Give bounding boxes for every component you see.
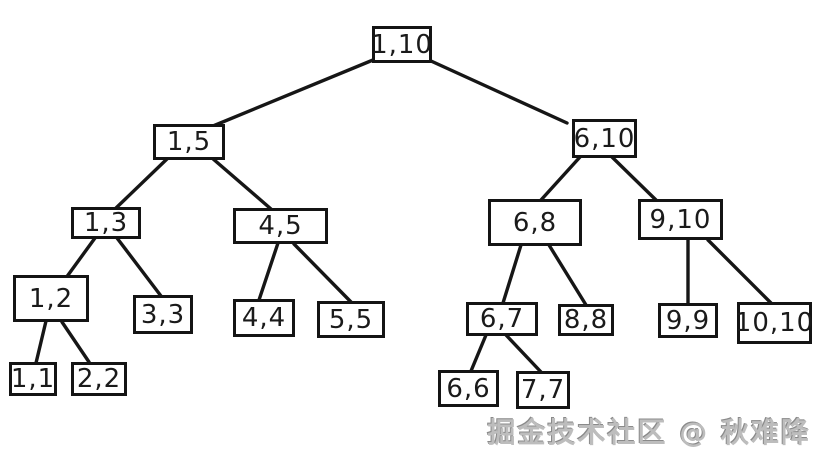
edge-1_5-4_5: [210, 156, 273, 211]
edge-6_7-7_7: [504, 333, 543, 374]
watermark-text: 掘金技术社区 @ 秋难降: [487, 416, 811, 449]
edge-1_3-1_2: [61, 236, 97, 284]
edge-1_5-1_3: [114, 156, 170, 210]
edge-4_5-5_5: [292, 242, 353, 304]
tree-node-1-3: 1,3: [71, 207, 141, 239]
tree-node-1-10: 1,10: [371, 26, 432, 63]
tree-node-6-10: 6,10: [572, 119, 637, 158]
edge-6_8-6_7: [501, 243, 523, 305]
tree-node-3-3: 3,3: [133, 295, 193, 334]
edge-1_10-6_10: [429, 59, 569, 125]
edge-9_10-10_10: [706, 238, 773, 305]
tree-node-2-2: 2,2: [71, 362, 127, 396]
tree-node-6-6: 6,6: [438, 370, 499, 407]
edge-4_5-4_4: [257, 241, 280, 302]
tree-node-5-5: 5,5: [317, 301, 385, 338]
edge-1_10-1_5: [211, 58, 375, 128]
tree-node-6-7: 6,7: [466, 302, 538, 336]
tree-node-4-4: 4,4: [233, 299, 295, 337]
tree-node-9-9: 9,9: [658, 303, 718, 338]
tree-node-9-10: 9,10: [638, 199, 723, 240]
tree-node-1-2: 1,2: [13, 275, 89, 322]
edge-1_2-2_2: [60, 320, 91, 364]
edge-1_3-3_3: [115, 236, 163, 298]
tree-node-7-7: 7,7: [516, 371, 570, 409]
tree-node-6-8: 6,8: [488, 199, 582, 246]
edge-6_8-8_8: [547, 243, 588, 307]
edge-1_2-1_1: [34, 319, 48, 365]
tree-node-10-10: 10,10: [735, 302, 813, 344]
tree-node-4-5: 4,5: [233, 208, 328, 244]
edge-6_10-9_10: [610, 155, 658, 202]
tree-node-1-1: 1,1: [9, 362, 57, 396]
tree-node-1-5: 1,5: [153, 124, 225, 160]
edge-6_7-6_6: [469, 333, 488, 373]
tree-node-8-8: 8,8: [558, 304, 614, 336]
edge-6_10-6_8: [539, 155, 582, 202]
